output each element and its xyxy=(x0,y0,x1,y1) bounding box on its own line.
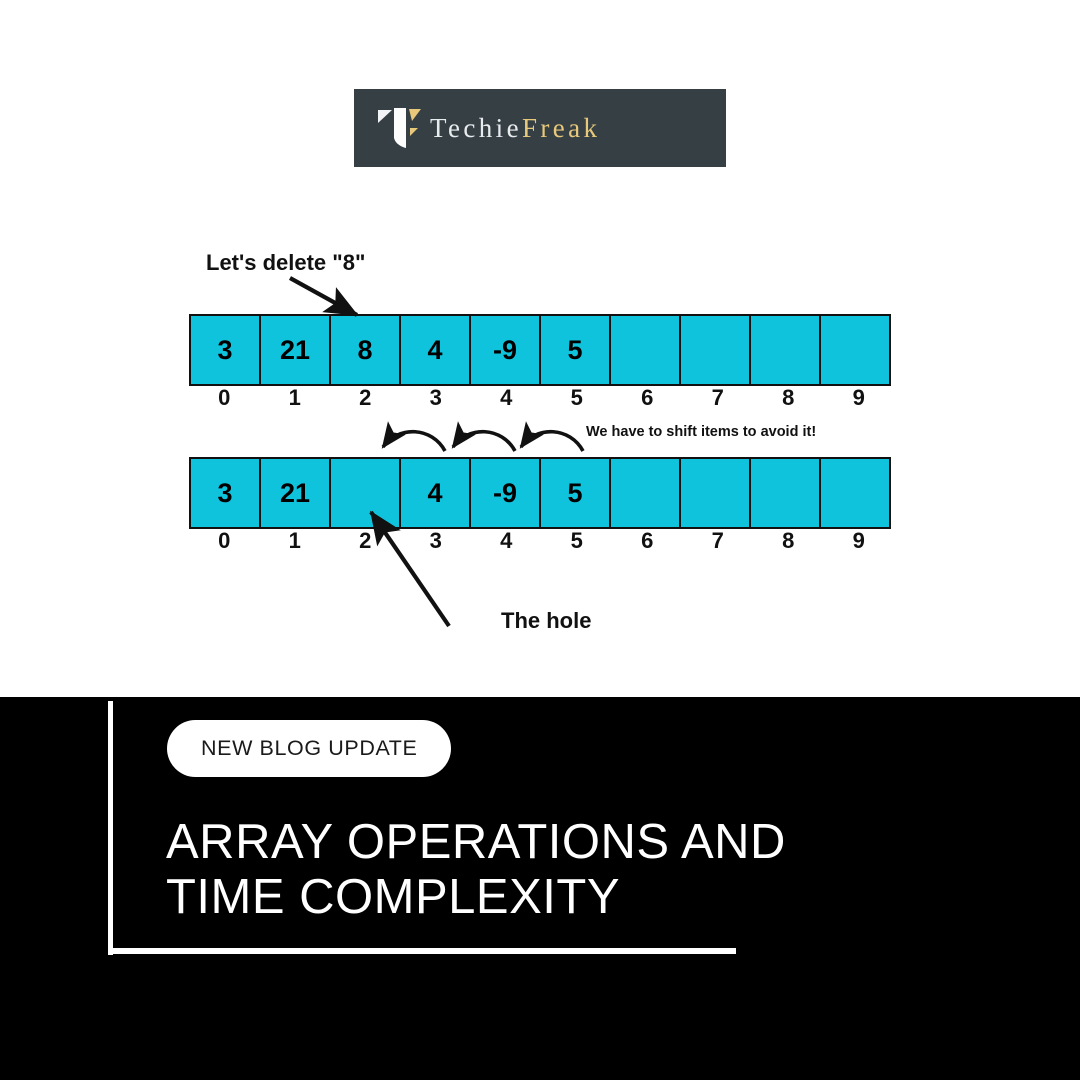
array-before-index-9: 9 xyxy=(852,385,865,410)
array-after-cell-7 xyxy=(681,459,751,527)
promo-headline: ARRAY OPERATIONS AND TIME COMPLEXITY xyxy=(166,818,806,928)
array-after-index-3: 3 xyxy=(429,528,442,553)
array-after-cell-0: 3 xyxy=(191,459,261,527)
array-after-cell-3: 4 xyxy=(401,459,471,527)
hole-annotation-label: The hole xyxy=(501,608,592,633)
array-before-cell-3: 4 xyxy=(401,316,471,384)
array-before-index-8: 8 xyxy=(782,385,795,410)
array-before-cell-9 xyxy=(821,316,889,384)
frame-bottom-rule xyxy=(108,948,736,954)
array-after-index-1: 1 xyxy=(288,528,301,553)
array-after-index-6: 6 xyxy=(641,528,654,553)
array-after-index-8: 8 xyxy=(782,528,795,553)
wordmark-freak: Freak xyxy=(521,112,601,143)
headline-line-1: ARRAY OPERATIONS AND xyxy=(166,815,786,869)
array-after-cell-4: -9 xyxy=(471,459,541,527)
array-before-cell-6 xyxy=(611,316,681,384)
array-before-cell-1: 21 xyxy=(261,316,331,384)
diagram-area: TechieFreak Let's delete "8" We have to … xyxy=(189,89,894,633)
array-before-index-3: 3 xyxy=(429,385,442,410)
brand-logo-banner: TechieFreak xyxy=(354,89,726,167)
array-after-index-row: 0 1 2 3 4 5 6 7 8 9 xyxy=(189,528,894,554)
brand-wordmark: TechieFreak xyxy=(430,112,601,143)
shift-arrow-1 xyxy=(381,421,447,452)
array-after-index-4: 4 xyxy=(500,528,513,553)
headline-line-2: TIME COMPLEXITY xyxy=(166,870,621,924)
array-before-index-5: 5 xyxy=(570,385,583,410)
shift-arrow-2 xyxy=(451,421,517,452)
delete-pointer-arrow xyxy=(288,276,359,317)
array-before-cell-7 xyxy=(681,316,751,384)
array-before-index-1: 1 xyxy=(288,385,301,410)
delete-annotation-label: Let's delete "8" xyxy=(206,250,366,275)
array-before-cell-2: 8 xyxy=(331,316,401,384)
array-before-cell-0: 3 xyxy=(191,316,261,384)
frame-left-rule xyxy=(108,701,113,955)
array-before-index-0: 0 xyxy=(218,385,231,410)
array-after-cell-8 xyxy=(751,459,821,527)
shift-arrow-3 xyxy=(519,421,585,452)
array-after-index-0: 0 xyxy=(218,528,231,553)
array-before-cell-8 xyxy=(751,316,821,384)
techiefreak-logo-mark-icon xyxy=(372,104,426,152)
array-after-index-7: 7 xyxy=(711,528,724,553)
array-after-index-2: 2 xyxy=(359,528,372,553)
shift-annotation-label: We have to shift items to avoid it! xyxy=(586,424,817,440)
array-after-cell-5: 5 xyxy=(541,459,611,527)
array-after-cell-6 xyxy=(611,459,681,527)
array-before-index-4: 4 xyxy=(500,385,513,410)
array-after-cell-2 xyxy=(331,459,401,527)
array-after-index-9: 9 xyxy=(852,528,865,553)
array-after-cell-9 xyxy=(821,459,889,527)
array-before-index-6: 6 xyxy=(641,385,654,410)
array-before-index-7: 7 xyxy=(711,385,724,410)
array-after-cell-1: 21 xyxy=(261,459,331,527)
wordmark-techie: Techie xyxy=(430,112,522,143)
array-after-index-5: 5 xyxy=(570,528,583,553)
array-before-index-row: 0 1 2 3 4 5 6 7 8 9 xyxy=(189,385,894,411)
badge-label: NEW BLOG UPDATE xyxy=(201,736,418,760)
array-before-index-2: 2 xyxy=(359,385,372,410)
array-before-cell-5: 5 xyxy=(541,316,611,384)
array-before-cell-4: -9 xyxy=(471,316,541,384)
new-blog-update-badge[interactable]: NEW BLOG UPDATE xyxy=(167,720,452,777)
